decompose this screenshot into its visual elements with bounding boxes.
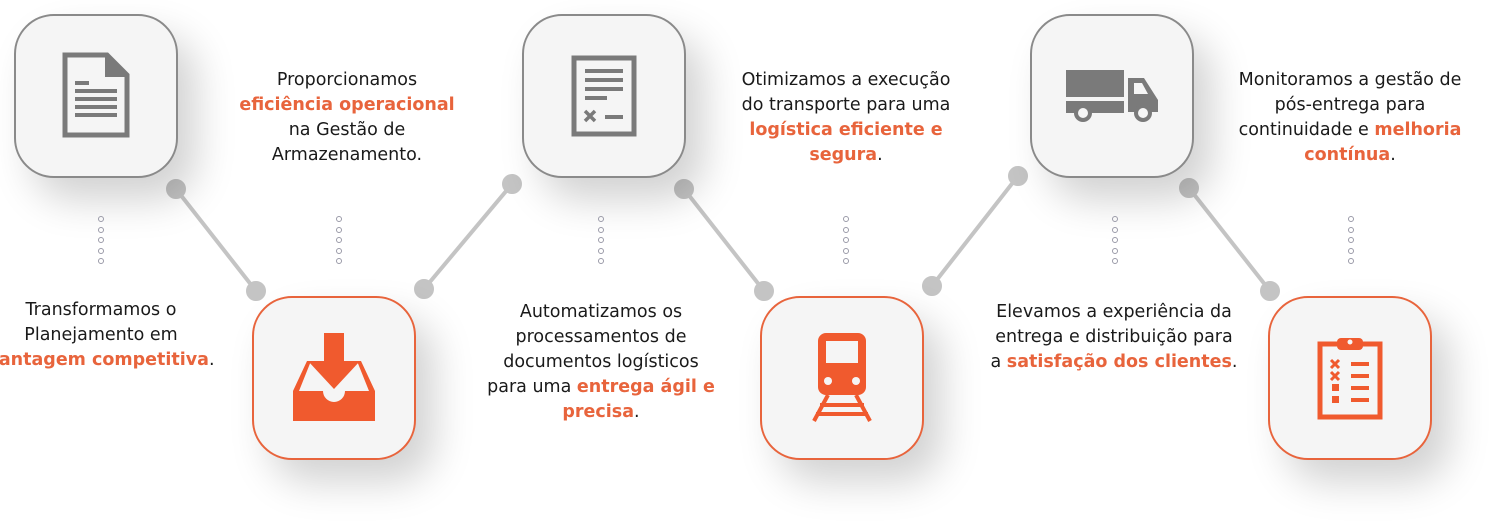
connector-node xyxy=(754,281,774,301)
body-text: Automatizamos os processamentos de docum… xyxy=(487,302,699,397)
step-6-box xyxy=(1268,296,1432,460)
body-text: . xyxy=(208,350,215,370)
body-text: . xyxy=(1231,352,1238,372)
step-4-text: Otimizamos a execução do transporte para… xyxy=(736,68,956,168)
highlight-text: eficiência operacional xyxy=(239,95,455,115)
dotted-separator xyxy=(1112,216,1118,269)
connector-line xyxy=(422,182,514,291)
dotted-separator xyxy=(336,216,342,269)
dotted-separator xyxy=(843,216,849,269)
connector-node xyxy=(922,276,942,296)
highlight-text: satisfação dos clientes xyxy=(1006,352,1232,372)
dotted-separator xyxy=(1348,216,1354,269)
highlight-text: entrega ágil e precisa xyxy=(562,377,715,422)
step-4-box xyxy=(760,296,924,460)
body-text: . xyxy=(877,145,883,165)
connector-line xyxy=(930,174,1020,288)
connector-node xyxy=(1179,178,1199,198)
connector-node xyxy=(414,279,434,299)
connector-node xyxy=(166,179,186,199)
connector-line xyxy=(682,187,766,293)
inbox-download-icon xyxy=(293,333,375,421)
body-text: Monitoramos a gestão de pós-entrega para… xyxy=(1238,70,1462,140)
dotted-separator xyxy=(598,216,604,269)
step-2-text: Proporcionamos eficiência operacional na… xyxy=(237,68,457,168)
connector-node xyxy=(1008,166,1028,186)
body-text: Elevamos a experiência da entrega e dist… xyxy=(990,302,1233,372)
highlight-text: logística eficiente e segura xyxy=(749,120,943,165)
connector-node xyxy=(246,281,266,301)
connector-line xyxy=(1187,186,1272,293)
clipboard-checklist-icon xyxy=(1317,338,1383,420)
connector-node xyxy=(1260,281,1280,301)
train-icon xyxy=(812,333,872,422)
step-1-box xyxy=(14,14,178,178)
highlight-text: melhoria contínua xyxy=(1304,120,1462,165)
step-5-text: Elevamos a experiência da entrega e dist… xyxy=(989,300,1239,375)
body-text: Otimizamos a execução do transporte para… xyxy=(741,70,951,115)
connector-node xyxy=(674,179,694,199)
connector-line xyxy=(174,187,258,293)
step-6-text: Monitoramos a gestão de pós-entrega para… xyxy=(1225,68,1475,168)
connector-node xyxy=(502,174,522,194)
dotted-separator xyxy=(98,216,104,269)
step-5-box xyxy=(1030,14,1194,178)
step-1-text: Transformamos o Planejamento em vantagem… xyxy=(0,298,221,373)
step-2-box xyxy=(252,296,416,460)
body-text: Proporcionamos xyxy=(276,70,418,90)
body-text: . xyxy=(1390,145,1396,165)
body-text: Transformamos o Planejamento em xyxy=(24,300,178,345)
step-3-text: Automatizamos os processamentos de docum… xyxy=(486,300,716,425)
invoice-icon xyxy=(571,55,637,137)
step-3-box xyxy=(522,14,686,178)
highlight-text: vantagem competitiva xyxy=(0,350,209,370)
truck-icon xyxy=(1066,70,1158,122)
body-text: . xyxy=(634,402,640,422)
body-text: na Gestão de Armazenamento. xyxy=(271,120,423,165)
document-icon xyxy=(62,52,130,138)
